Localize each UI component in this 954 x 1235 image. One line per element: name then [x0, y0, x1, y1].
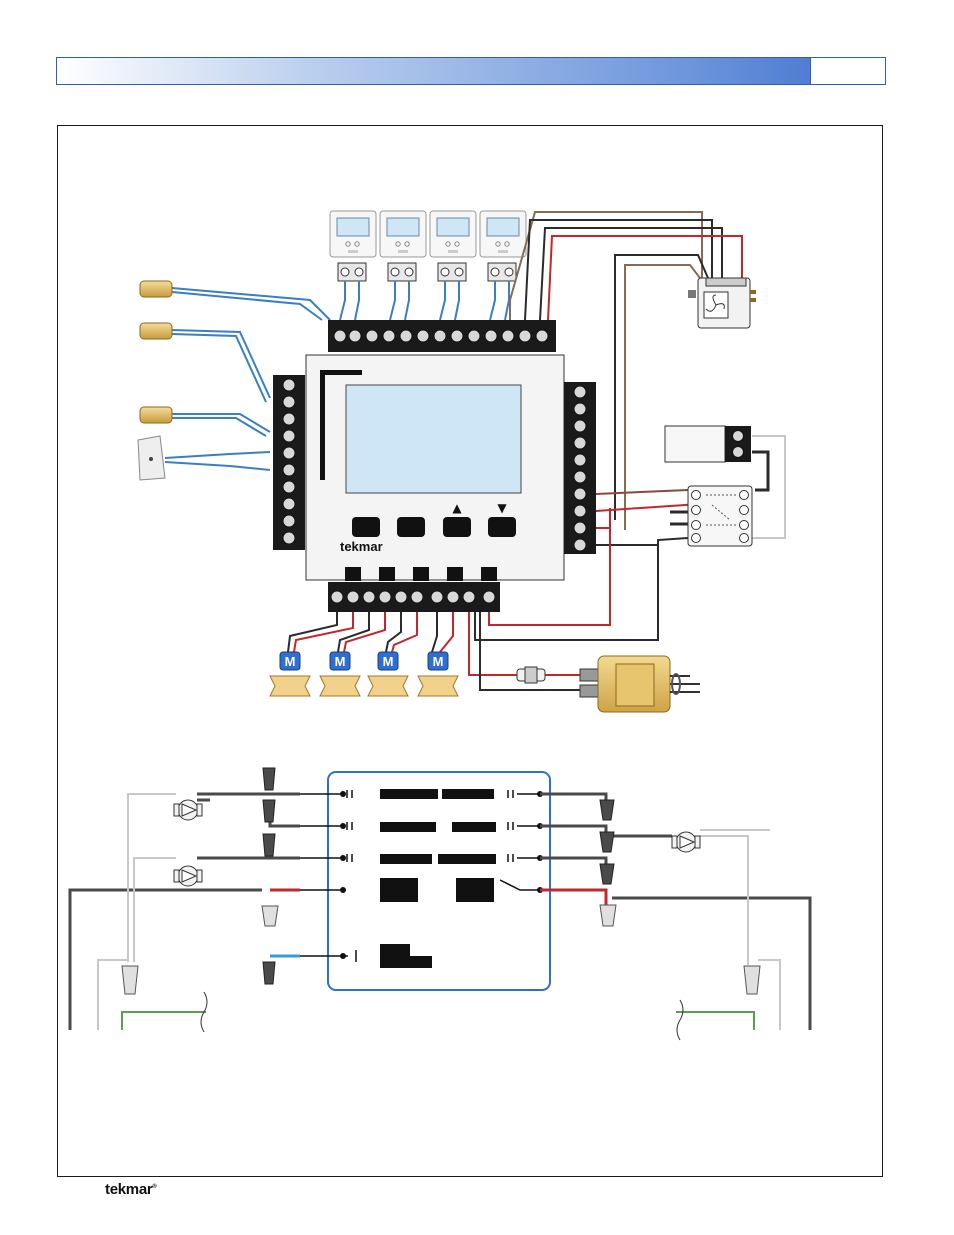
pump-icon-1	[174, 800, 202, 820]
fan-center-icon	[688, 278, 756, 328]
controller-button-2[interactable]	[397, 517, 425, 537]
fuse-icon	[517, 667, 545, 683]
temperature-sensors	[138, 281, 172, 480]
svg-text:M: M	[335, 654, 346, 669]
thermostat-4	[480, 211, 526, 257]
controller-screen	[346, 385, 521, 493]
thermostat-1	[330, 211, 376, 257]
svg-text:M: M	[433, 654, 444, 669]
relay-icon	[688, 486, 752, 546]
zone-valve-4: M	[418, 652, 458, 696]
up-button[interactable]	[443, 517, 471, 537]
down-arrow-icon: ▼	[497, 501, 507, 515]
pump-icon-3	[672, 832, 700, 852]
thermostat-2	[380, 211, 426, 257]
supply-sensor-icon	[140, 323, 172, 339]
thermostat-terminals	[338, 263, 516, 281]
controller-button-1[interactable]	[352, 517, 380, 537]
controller-logo: tekmar	[340, 539, 383, 554]
boiler-terminal-block	[665, 426, 751, 462]
svg-text:M: M	[383, 654, 394, 669]
controller: ▲ ▼ tekmar	[273, 320, 596, 612]
down-button[interactable]	[488, 517, 516, 537]
zone-valves: M M M M	[270, 652, 458, 696]
right-terminal-strip	[564, 382, 596, 554]
left-terminal-strip	[273, 375, 305, 550]
zone-valve-3: M	[368, 652, 408, 696]
thermostat-group	[330, 211, 526, 281]
footer-logo-text: tekmar	[105, 1181, 152, 1198]
thermostat-3	[430, 211, 476, 257]
transformer-icon	[580, 656, 700, 712]
svg-text:M: M	[285, 654, 296, 669]
return-sensor-icon	[140, 407, 172, 423]
zone-valve-2: M	[320, 652, 360, 696]
registered-mark-icon: ®	[152, 1184, 156, 1190]
top-terminal-strip	[328, 320, 556, 352]
schematic-panel	[300, 772, 550, 990]
outdoor-sensor-icon	[140, 281, 172, 297]
footer-logo: tekmar®	[105, 1181, 157, 1198]
zone-valve-1: M	[270, 652, 310, 696]
up-arrow-icon: ▲	[452, 501, 462, 515]
pump-icon-2	[174, 866, 202, 886]
